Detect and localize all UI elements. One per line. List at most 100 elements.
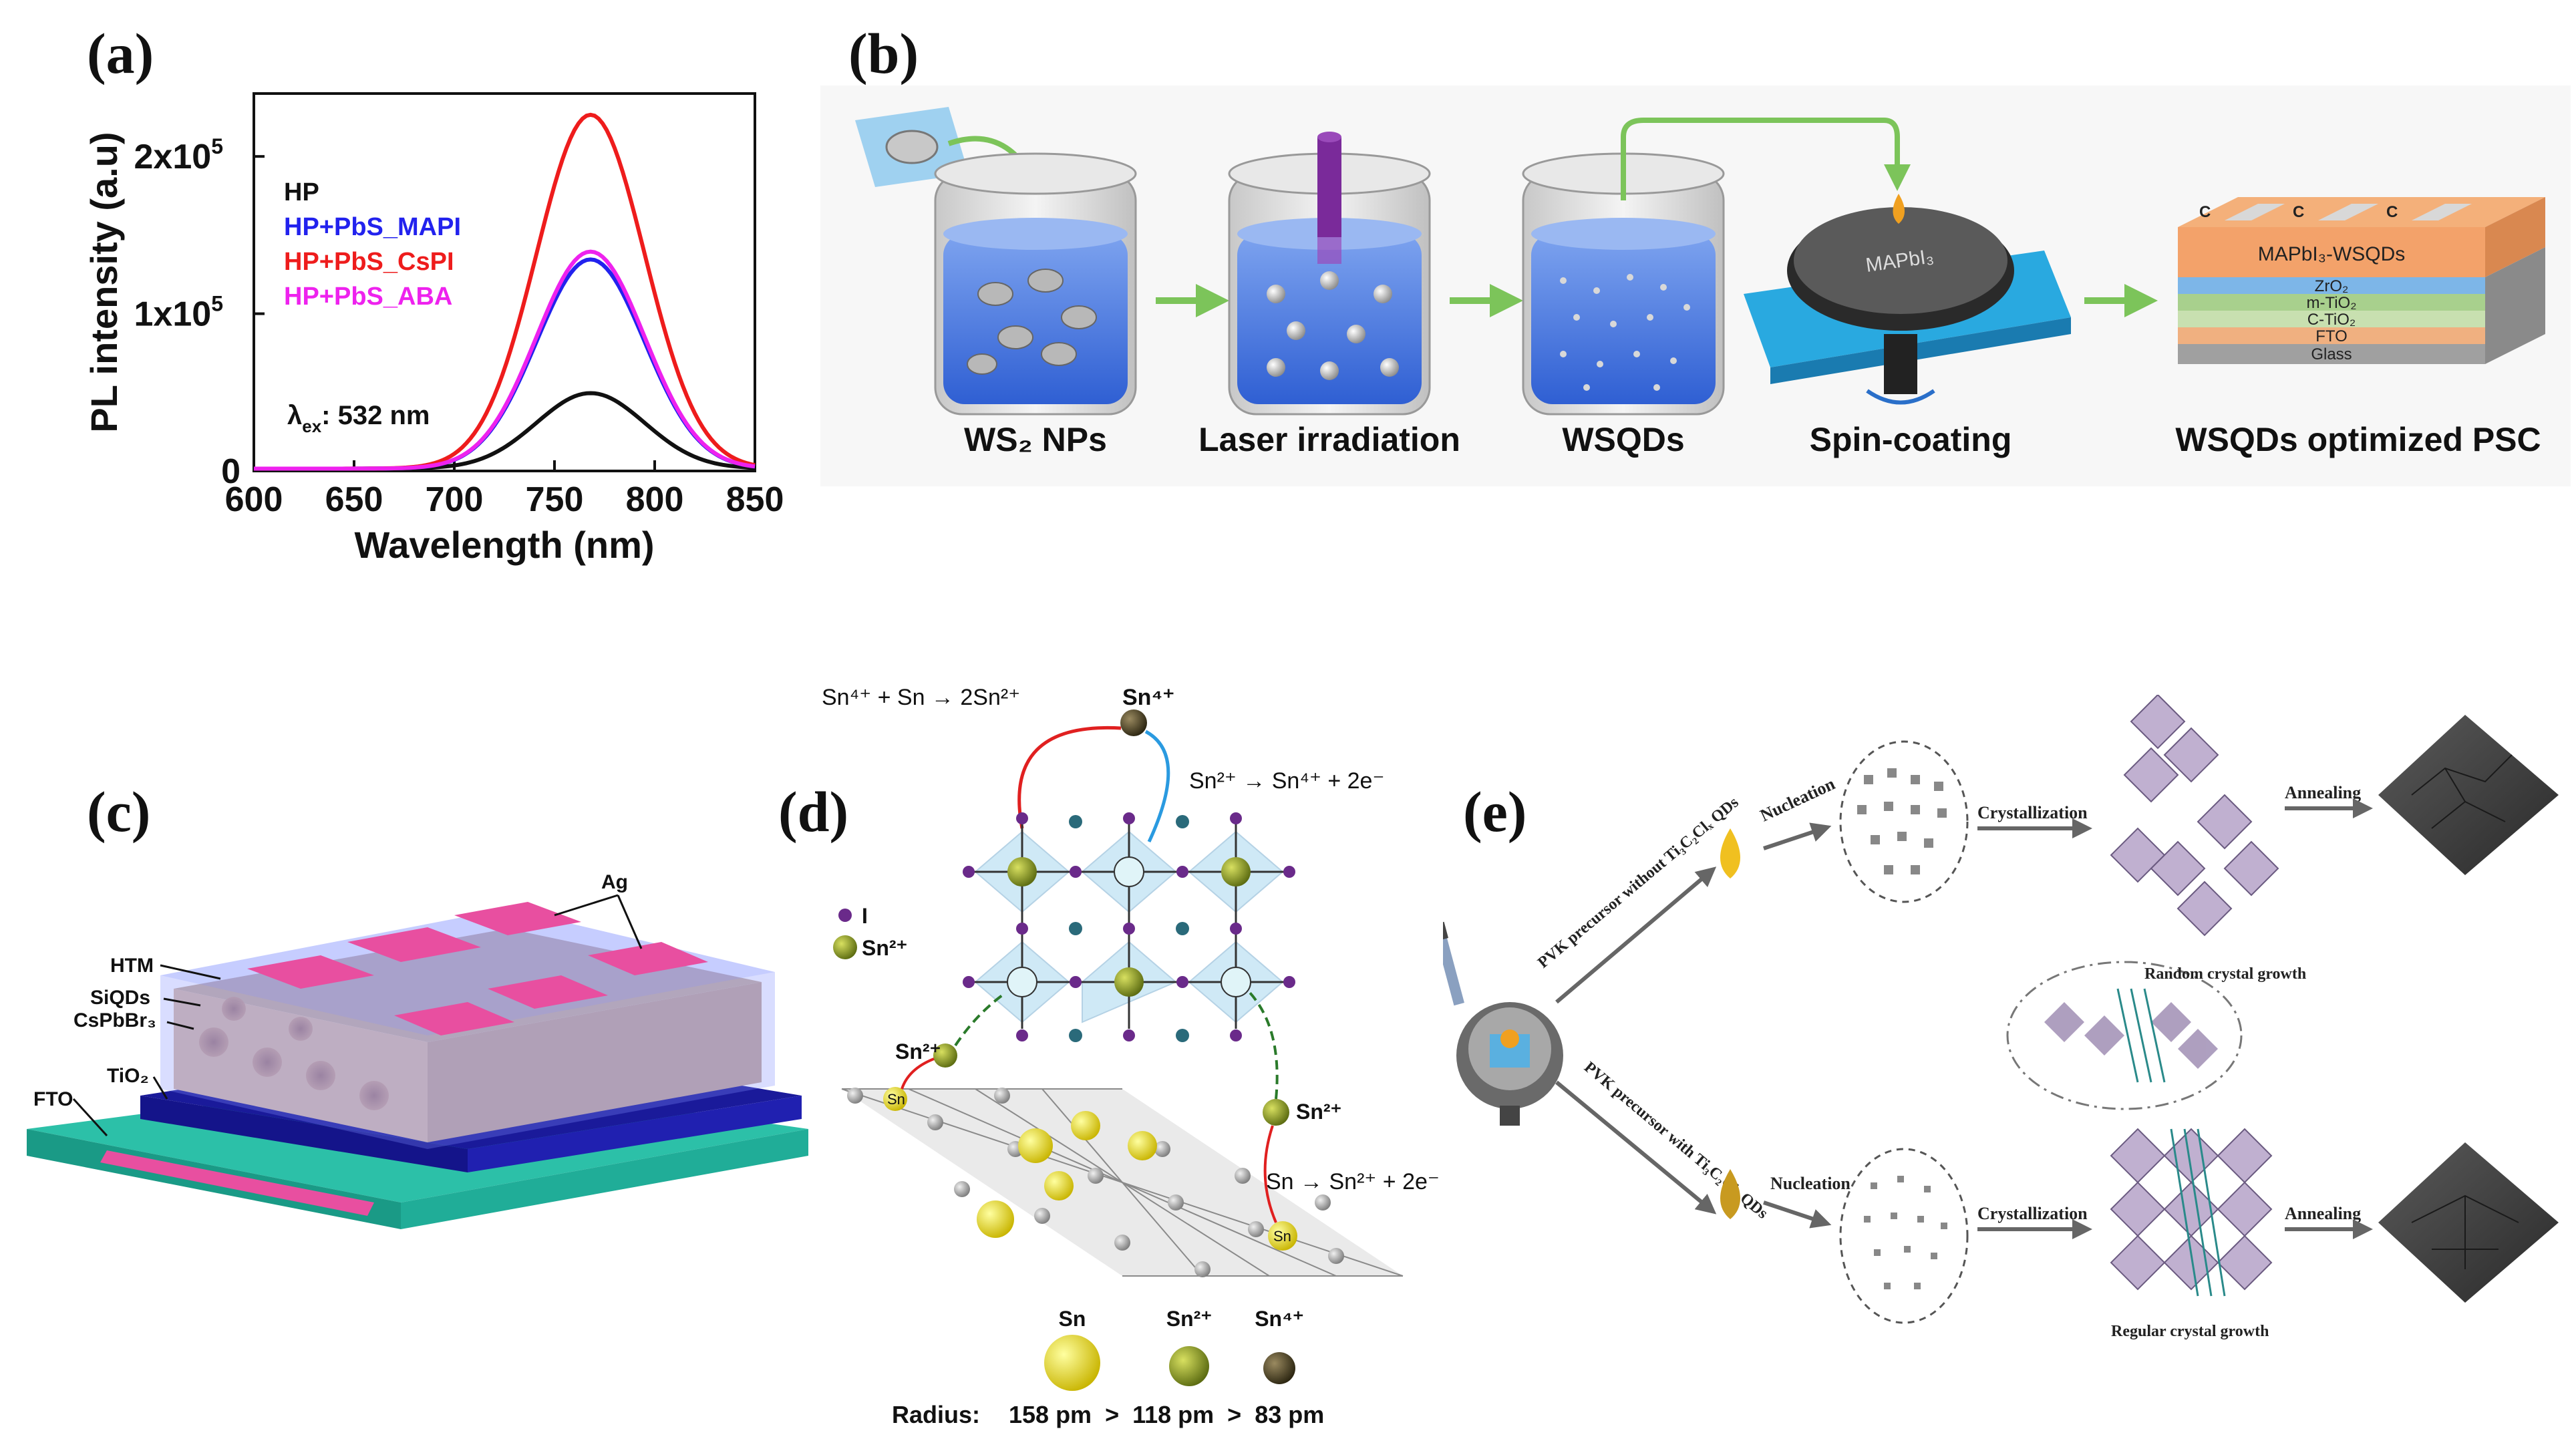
pl-chart: 600 650 700 750 800 850 0 1x105 2x105Wavelength … <box>83 92 784 566</box>
legend-entry: HP+PbS_ABA <box>284 283 452 311</box>
legend-entry: HP+PbS_CsPI <box>284 248 454 276</box>
random-crystals <box>2110 695 2279 937</box>
panel-d-sn: Sn⁴⁺ + Sn → 2Sn²⁺ Sn⁴⁺ Sn²⁺ → Sn⁴⁺ + 2e⁻ <box>822 685 1440 1428</box>
series-line-hp-pbs-aba <box>254 249 756 471</box>
graphene-sheet <box>841 1088 1404 1277</box>
arrow-to-spin <box>1621 118 1911 200</box>
radius-sn4-ball <box>1263 1352 1295 1384</box>
legend-entry: HP <box>284 178 319 206</box>
nucleation-top-arrow <box>1763 822 1832 850</box>
step-label-spin: Spin-coating <box>1810 421 2012 458</box>
eq-oxidation: Sn²⁺ → Sn⁴⁺ + 2e⁻ <box>1189 768 1384 794</box>
x-axis-label: Wavelength (nm) <box>354 524 654 566</box>
x-tick-label: 650 <box>325 480 383 519</box>
htm-layer <box>160 909 775 1035</box>
sn-right-label: Sn <box>1273 1228 1291 1245</box>
y-tick-label: 0 <box>221 452 240 491</box>
nucleation-bottom-arrow <box>1763 1200 1832 1229</box>
beaker-ws2 <box>934 152 1137 416</box>
plot-frame <box>253 92 756 472</box>
sn-left-ball <box>883 1087 907 1111</box>
y-axis-label: PL intensity (a.u) <box>83 132 125 432</box>
top-branch-label: PVK precursor without Ti₃C₂Clₓ QDs <box>1535 794 1742 971</box>
label-siqds: SiQDs <box>90 987 150 1009</box>
sn2-legend-ball <box>833 935 857 959</box>
beaker-wsqds <box>1522 152 1725 416</box>
panel-c-device: Ag HTM SiQDs CsPbBr₃ TiO₂ FTO <box>27 871 808 1229</box>
radius-sn4-label: Sn⁴⁺ <box>1255 1307 1304 1331</box>
eq-sn-oxidation: Sn → Sn²⁺ + 2e⁻ <box>1266 1169 1440 1194</box>
y-tick-label: 1x105 <box>134 292 223 334</box>
regular-crystals <box>2110 1128 2273 1297</box>
nuclei-circle-bottom <box>1839 1148 1969 1324</box>
annealing-bottom-label: Annealing <box>2285 1204 2361 1223</box>
x-tick-label: 750 <box>526 480 584 519</box>
electrode-label-3: C <box>2386 203 2398 221</box>
panel-e-crystallization: PVK precursor without Ti₃C₂Clₓ QDs PVK p… <box>1443 695 2559 1340</box>
x-tick-label: 800 <box>626 480 684 519</box>
electrode-label-1: C <box>2199 203 2211 221</box>
radius-sn2-label: Sn²⁺ <box>1166 1307 1212 1331</box>
regular-growth-label: Regular crystal growth <box>2111 1323 2269 1340</box>
psc-device-stack: C C C MAPbI₃-WSQDs ZrO₂ m-TiO₂ C-TiO₂ FT… <box>2178 197 2545 364</box>
laser-beam-icon <box>1317 132 1341 264</box>
sn2-right-label: Sn²⁺ <box>1296 1100 1341 1124</box>
pipette-icon <box>1443 921 1464 1006</box>
bottom-contact <box>100 1150 374 1216</box>
panel-label-d: (d) <box>778 780 849 844</box>
crystallization-top-label: Crystallization <box>1977 803 2088 822</box>
legend-entry: HP+PbS_MAPI <box>284 213 461 241</box>
nucleation-bottom-label: Nucleation <box>1770 1174 1850 1193</box>
step-label-laser: Laser irradiation <box>1198 421 1460 458</box>
ag-contacts <box>247 902 708 1035</box>
panel-label-c: (c) <box>87 780 151 844</box>
label-tio2: TiO₂ <box>107 1065 149 1087</box>
excitation-annotation: λex: 532 nm <box>287 401 430 436</box>
precursor-vessel <box>1456 1002 1563 1126</box>
layer-label-zro2: ZrO₂ <box>2315 277 2349 295</box>
layer-label-ctio2: C-TiO₂ <box>2307 311 2356 329</box>
panel-b-process: MAPbI₃ C C C MAPbI₃-WSQDs ZrO₂ m-TiO₂ C-… <box>820 86 2571 486</box>
random-growth-label: Random crystal growth <box>2144 965 2306 983</box>
reduction-arrow <box>1017 726 1122 829</box>
radius-sn-ball <box>1044 1335 1100 1391</box>
layer-label-active: MAPbI₃-WSQDs <box>2258 243 2406 265</box>
oxidation-arrow <box>1144 730 1170 843</box>
crystallization-bottom-label: Crystallization <box>1977 1204 2088 1223</box>
sn-left-label: Sn <box>887 1091 905 1108</box>
x-tick-label: 850 <box>726 480 784 519</box>
layer-label-glass: Glass <box>2311 345 2352 363</box>
droplet-bottom-icon <box>1720 1169 1740 1219</box>
film-regular <box>2378 1142 2559 1303</box>
annealing-top-label: Annealing <box>2285 783 2361 802</box>
spin-coater: MAPbI₃ <box>1744 194 2071 405</box>
step-label-ws2: WS₂ NPs <box>964 421 1107 458</box>
panel-label-a: (a) <box>87 21 154 86</box>
label-fto: FTO <box>33 1088 73 1110</box>
sn-right-ball <box>1268 1221 1297 1251</box>
x-tick-label: 700 <box>426 480 484 519</box>
eq-comproportionation: Sn⁴⁺ + Sn → 2Sn²⁺ <box>822 685 1020 710</box>
y-tick-label: 2x105 <box>134 134 223 176</box>
iodide-legend-label: I <box>862 904 868 928</box>
droplet-top-icon <box>1720 828 1740 878</box>
sn4-top-ball <box>1120 709 1147 736</box>
iodide-legend-ball <box>838 909 852 922</box>
beaker-laser <box>1228 152 1431 416</box>
sn2-left-ball <box>933 1043 957 1068</box>
perovskite-lattice <box>963 812 1295 1042</box>
sn2-right-ball <box>1263 1099 1289 1126</box>
bottom-branch-arrow <box>1555 1080 1717 1215</box>
step-label-psc: WSQDs optimized PSC <box>2175 421 2541 458</box>
label-ag: Ag <box>601 871 628 893</box>
x-tick-label: 600 <box>225 480 283 519</box>
radius-label: Radius: <box>892 1401 980 1428</box>
radius-values: 158 pm > 118 pm > 83 pm <box>1009 1401 1324 1428</box>
panel-label-e: (e) <box>1463 780 1527 844</box>
layer-label-fto: FTO <box>2315 327 2348 345</box>
top-branch-arrow <box>1555 866 1717 1004</box>
bottom-branch-label: PVK precursor with Ti₃C₂Clₓ QDs <box>1581 1059 1771 1223</box>
sn2-legend-label: Sn²⁺ <box>862 936 907 960</box>
nuclei-circle-top <box>1839 740 1969 903</box>
electrode-label-2: C <box>2293 203 2304 221</box>
